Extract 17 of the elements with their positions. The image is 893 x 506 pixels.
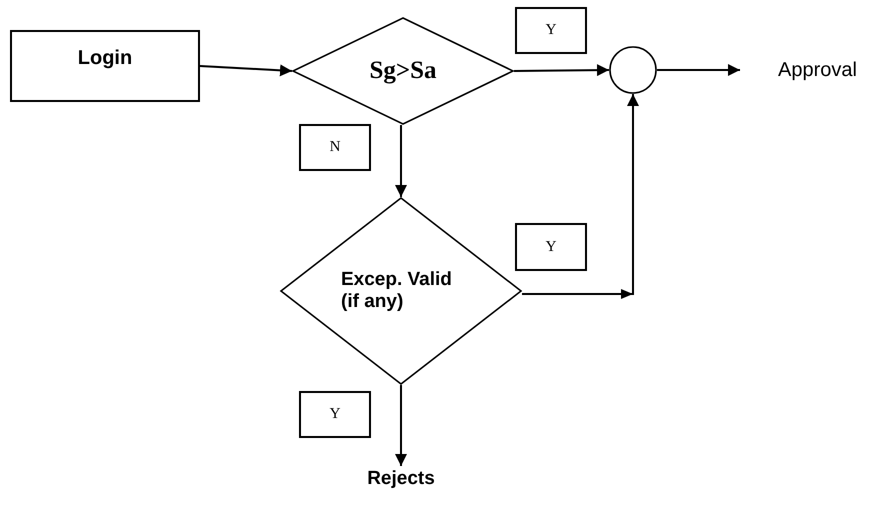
branch-label: N <box>330 139 340 156</box>
label-box <box>299 124 371 171</box>
outcome-label: Approval <box>778 55 883 85</box>
decision-diamond <box>292 17 514 125</box>
decision-diamond <box>280 197 522 385</box>
branch-label: Y <box>546 238 556 256</box>
diamond-label: Excep. Valid (if any) <box>341 269 453 313</box>
outcome-label: Rejects <box>351 466 451 492</box>
branch-label: Y <box>546 22 556 39</box>
label-box <box>515 7 587 54</box>
process-box <box>10 30 200 102</box>
label-box <box>515 223 587 271</box>
label-box <box>299 391 371 438</box>
box-label: Login <box>78 46 132 70</box>
diamond-label: Sg>Sa <box>369 57 437 85</box>
junction-circle <box>609 46 657 94</box>
branch-label: Y <box>330 406 340 423</box>
